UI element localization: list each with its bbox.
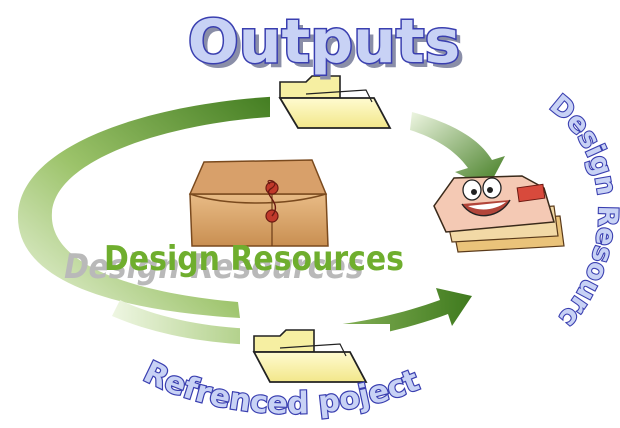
center-label-text: Design Resources — [104, 239, 404, 279]
folder-icon — [270, 68, 410, 134]
mail-stack-character-icon — [433, 175, 565, 253]
page-title: Outputs — [188, 7, 460, 77]
cycle-arrow-left — [17, 96, 285, 318]
center-label-shadow: Design Resources — [60, 247, 367, 287]
folder-icon — [240, 324, 390, 390]
title-wordart: Outputs Outputs — [186, 6, 465, 83]
center-label: Design Resources Design Resources — [60, 239, 404, 287]
envelope-icon — [188, 159, 329, 247]
page-title: Outputs — [193, 12, 465, 82]
cycle-arrow-top-right — [410, 112, 505, 188]
